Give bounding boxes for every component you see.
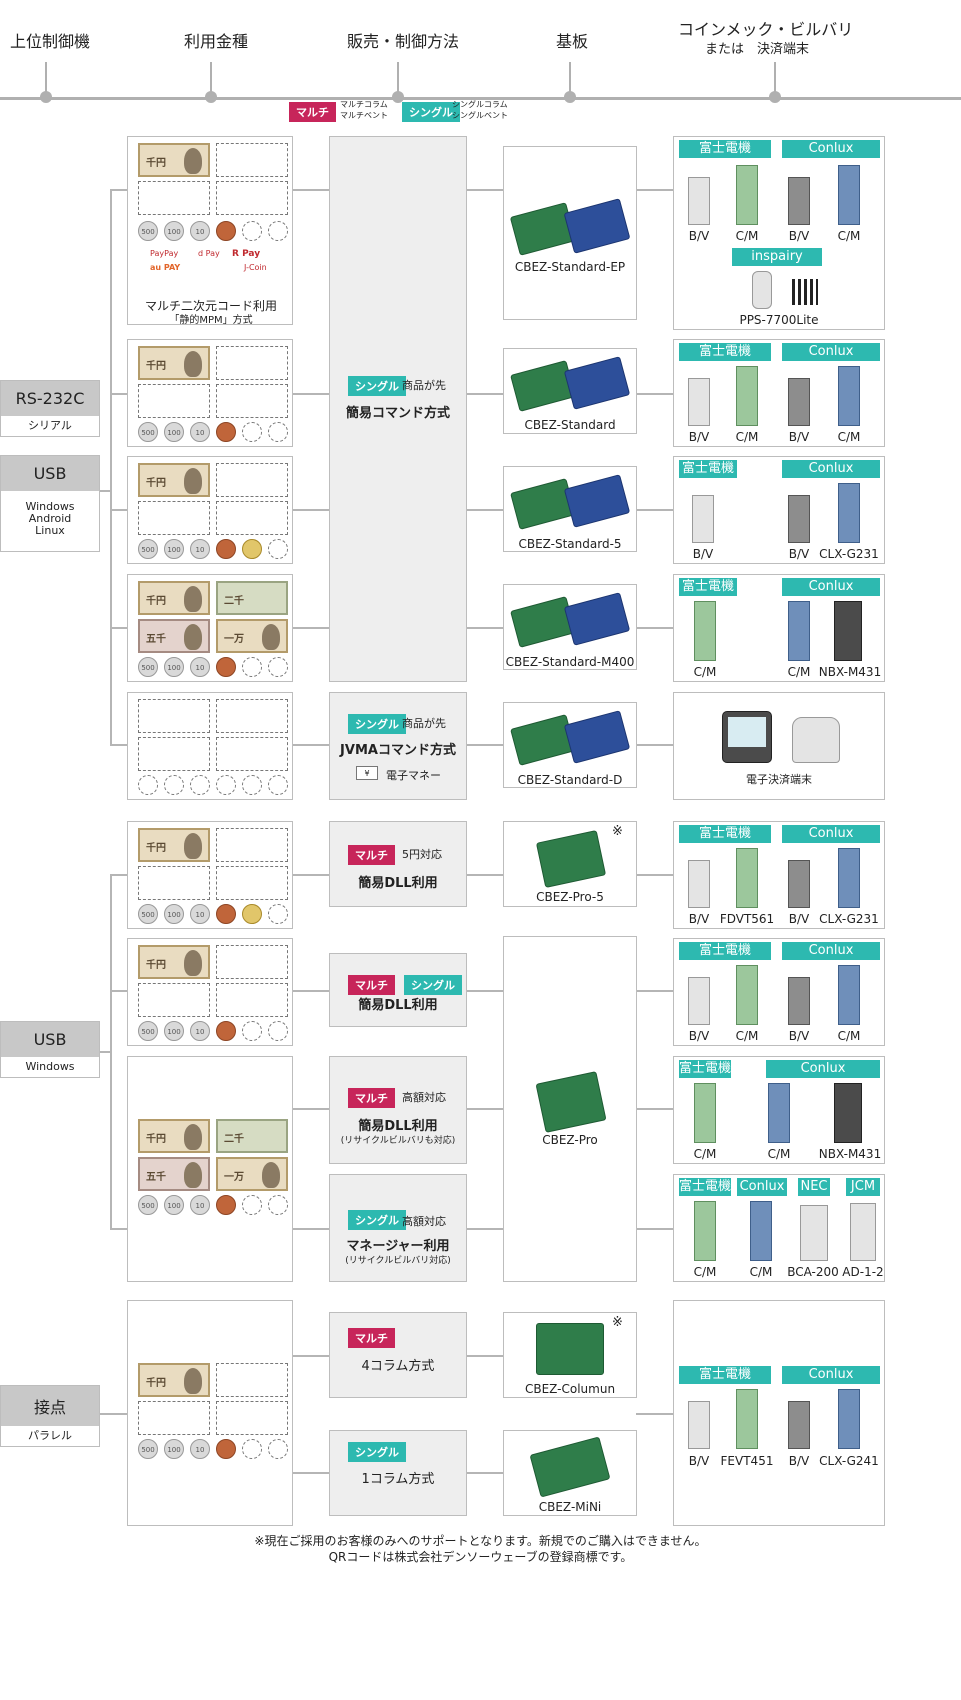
qr-icon <box>792 279 818 305</box>
header-axis <box>0 97 961 100</box>
devices-5: 電子決済端末 <box>673 692 885 800</box>
footnote-support: ※現在ご採用のお客様のみへのサポートとなります。新規でのご購入はできません。 <box>254 1534 707 1548</box>
axis-tick <box>564 62 576 103</box>
currency-box-3: 千円 500 100 10 <box>127 456 293 564</box>
devices-8: 富士電機 Conlux C/M C/M NBX-M431 <box>673 1056 885 1164</box>
board-standard-d: CBEZ-Standard-D <box>503 702 637 788</box>
currency-box-9: 千円 500 100 10 <box>127 1300 293 1526</box>
discontinued-mark: ※ <box>612 824 623 839</box>
board-standard-ep: CBEZ-Standard-EP <box>503 146 637 320</box>
interface-usb-windows: USB Windows <box>0 1021 100 1078</box>
method-jvma: シングル 商品が先 JVMAコマンド方式 ¥ 電子マネー <box>329 692 467 800</box>
footnote-qr: QRコードは株式会社デンソーウェーブの登録商標です。 <box>328 1550 633 1564</box>
currency-box-qr: 千円 500 100 10 PayPay d Pay R Pay au PAY … <box>127 136 293 326</box>
axis-tick <box>40 62 52 103</box>
method-manager: シングル 高額対応 マネージャー利用 (リサイクルビルバリ対応) <box>329 1174 467 1282</box>
legend-multi: マルチ <box>289 101 336 122</box>
legend-multi-desc: マルチコラムマルチベント <box>340 100 388 120</box>
interface-contact: 接点 パラレル <box>0 1385 100 1447</box>
currency-box-8: 千円 二千 五千 一万 500 100 10 <box>127 1056 293 1282</box>
axis-tick <box>205 62 217 103</box>
header-host: 上位制御機 <box>10 32 91 51</box>
devices-6: 富士電機 Conlux B/V FDVT561 B/V CLX-G231 <box>673 821 885 929</box>
currency-box-6: 千円 500 100 10 <box>127 821 293 929</box>
devices-10: 富士電機 Conlux B/V FEVT451 B/V CLX-G241 <box>673 1300 885 1526</box>
tree-line <box>110 189 112 745</box>
method-tag-single: シングル <box>348 375 406 396</box>
devices-3: 富士電機 Conlux B/V B/V CLX-G231 <box>673 456 885 564</box>
method-4column: マルチ 4コラム方式 <box>329 1312 467 1398</box>
method-dll: マルチ シングル 簡易DLL利用 <box>329 953 467 1027</box>
board-standard-5: CBEZ-Standard-5 <box>503 466 637 552</box>
header-devices-sub: または 決済端末 <box>705 42 810 57</box>
method-simple-command: シングル 商品が先 簡易コマンド方式 <box>329 136 467 682</box>
board-columun: ※ CBEZ-Columun <box>503 1312 637 1398</box>
board-standard: CBEZ-Standard <box>503 348 637 434</box>
devices-2: 富士電機 Conlux B/V C/M B/V C/M <box>673 339 885 447</box>
method-1column: シングル 1コラム方式 <box>329 1430 467 1516</box>
board-pro: CBEZ-Pro <box>503 936 637 1282</box>
method-title: 簡易コマンド方式 <box>345 406 450 421</box>
currency-box-4: 千円 二千 五千 一万 500 100 10 <box>127 574 293 682</box>
header-board: 基板 <box>556 32 589 51</box>
terminal-screen-icon <box>728 717 766 747</box>
method-dll-5yen: マルチ 5円対応 簡易DLL利用 <box>329 821 467 907</box>
discontinued-mark: ※ <box>612 1315 623 1330</box>
tree-line <box>92 490 112 492</box>
method-dll-high: マルチ 高額対応 簡易DLL利用 (リサイクルビルバリも対応) <box>329 1056 467 1164</box>
board-pro-5: ※ CBEZ-Pro-5 <box>503 821 637 907</box>
devices-1: 富士電機 Conlux B/V C/M B/V C/M inspairy PPS… <box>673 136 885 330</box>
devices-9: 富士電機 Conlux NEC JCM C/M C/M BCA-200 AD-1… <box>673 1174 885 1282</box>
board-mini: CBEZ-MiNi <box>503 1430 637 1516</box>
axis-tick <box>392 62 404 103</box>
axis-tick <box>769 62 781 103</box>
emoney-icon: ¥ <box>356 766 378 780</box>
currency-caption: マルチ二次元コード利用 <box>144 299 277 313</box>
header-devices: コインメック・ビルバリ <box>678 20 854 39</box>
interface-rs232c: RS-232C シリアル <box>0 380 100 437</box>
legend-single-desc: シングルコラムシングルベント <box>452 100 508 120</box>
currency-box-5 <box>127 692 293 800</box>
devices-4: 富士電機 Conlux C/M C/M NBX-M431 <box>673 574 885 682</box>
currency-box-2: 千円 500 100 10 <box>127 339 293 447</box>
board-standard-m400: CBEZ-Standard-M400 <box>503 584 637 670</box>
header-method: 販売・制御方法 <box>347 32 460 51</box>
devices-7: 富士電機 Conlux B/V C/M B/V C/M <box>673 938 885 1046</box>
currency-box-7: 千円 500 100 10 <box>127 938 293 1046</box>
header-currency: 利用金種 <box>184 32 249 51</box>
legend-single: シングル <box>402 101 460 122</box>
